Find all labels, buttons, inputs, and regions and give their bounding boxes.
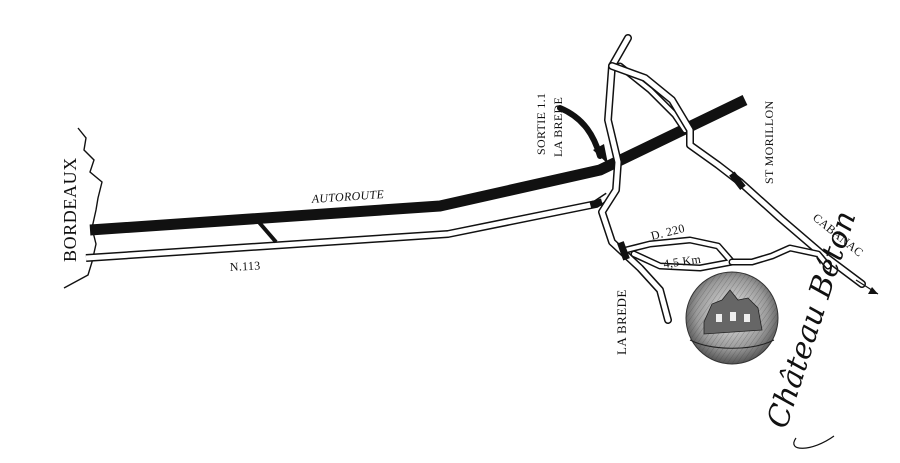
n113-label: N.113: [229, 258, 260, 274]
st-morillon-label: ST MORILLON: [762, 101, 776, 184]
distance-label: 4,5 Km: [662, 252, 702, 271]
exit-label-line2: LA BREDE: [551, 97, 565, 157]
secondary-roads: [598, 34, 866, 324]
connector-road: [255, 218, 278, 244]
city-label: BORDEAUX: [60, 157, 80, 262]
autoroute-label: AUTOROUTE: [310, 187, 385, 206]
la-brede-label: LA BREDE: [614, 289, 629, 355]
cabanac-arrow: [855, 279, 879, 295]
exit-arrow: [557, 105, 603, 159]
autoroute: [89, 95, 748, 236]
bordeaux-boundary: [63, 127, 103, 289]
exit-label-line1: SORTIE 1.1: [534, 93, 548, 155]
chateau-engraving: [685, 271, 779, 365]
interchange-marker: [589, 198, 603, 209]
st-morillon-marker: [729, 171, 746, 190]
la-brede-marker: [617, 241, 630, 261]
